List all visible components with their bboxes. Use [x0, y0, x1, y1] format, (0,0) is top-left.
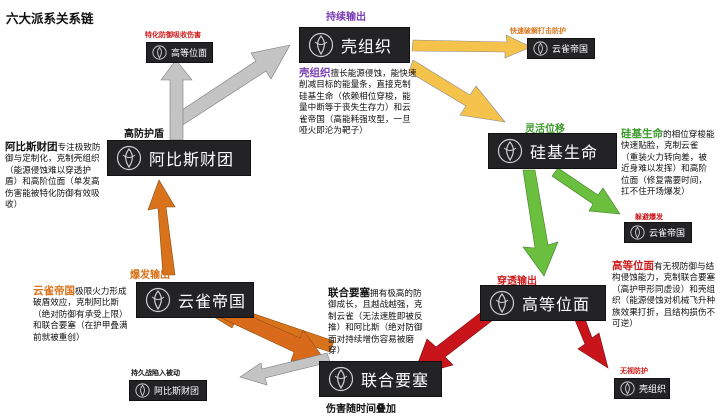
- tiny-special-defense: 特化防御吸收伤害: [145, 31, 201, 39]
- arrow-shell-to-silicon: [408, 59, 506, 123]
- arrow-sparrow-to-abisi: [147, 179, 176, 276]
- badge-abisi-name: 阿比斯财团: [149, 150, 235, 169]
- small-badge-sparrow-right-name: 云雀帝国: [649, 229, 686, 239]
- faction-emblem-icon: [308, 32, 334, 58]
- desc-high: 高等位面有无视防御与结构侵蚀能力，克制联合要塞（高护甲形同虚设）和壳组织（能源侵…: [612, 260, 716, 330]
- label-high-shield: 高防护盾: [124, 129, 164, 140]
- desc-abisi: 阿比斯财团专注极致防御与定制化，克制壳组织（能源侵蚀难以穿透护盾）和高阶位面（单…: [5, 141, 102, 211]
- desc-fortress-name: 联合要塞: [328, 287, 370, 299]
- faction-emblem-icon: [620, 381, 635, 396]
- label-sustained: 持续输出: [326, 12, 366, 23]
- faction-emblem-icon: [533, 41, 548, 56]
- desc-abisi-name: 阿比斯财团: [5, 141, 58, 153]
- faction-emblem-icon: [116, 145, 142, 171]
- arrow-silicon-to-high: [522, 169, 559, 277]
- badge-abisi: 阿比斯财团: [107, 140, 251, 176]
- desc-shell-text: 擅长能源侵蚀，能快速削减目标的能量条，直接克制硅基生命（依赖相位穿梭，能量中断等…: [299, 69, 417, 137]
- small-badge-high: 高等位面: [146, 42, 213, 63]
- badge-silicon: 硅基生命: [488, 133, 617, 169]
- badge-sparrow: 云雀帝国: [136, 282, 254, 318]
- badge-high-name: 高等位面: [522, 295, 591, 314]
- faction-emblem-icon: [630, 225, 645, 240]
- label-burst: 爆发输出: [130, 270, 170, 281]
- faction-emblem-icon: [145, 287, 171, 313]
- badge-shell: 壳组织: [299, 27, 410, 63]
- tiny-fast-breach: 快速破解打击防护: [510, 27, 566, 35]
- desc-shell: 壳组织擅长能源侵蚀，能快速削减目标的能量条，直接克制硅基生命（依赖相位穿梭，能量…: [299, 67, 417, 137]
- desc-silicon-text: 的相位穿梭能快速贴脸，克制云雀（重装火力转向差，被近身难以发挥）和高阶位面（修复…: [621, 130, 715, 198]
- small-badge-high-name: 高等位面: [171, 49, 208, 59]
- small-badge-sparrow-top: 云雀帝国: [527, 38, 595, 59]
- arrow-silicon-to-sparrow-small: [551, 167, 621, 215]
- badge-sparrow-name: 云雀帝国: [178, 292, 247, 311]
- faction-emblem-icon: [135, 383, 150, 398]
- badge-silicon-name: 硅基生命: [530, 143, 599, 162]
- faction-emblem-icon: [497, 138, 523, 164]
- small-badge-abisi: 阿比斯财团: [129, 380, 207, 401]
- desc-sparrow-name: 云雀帝国: [33, 285, 75, 297]
- badge-fortress-name: 联合要塞: [361, 371, 430, 390]
- label-flexible: 灵活位移: [525, 124, 565, 135]
- arrow-abisi-to-high-small: [160, 59, 193, 141]
- desc-high-text: 有无视防御与结构侵蚀能力，克制联合要塞（高护甲形同虚设）和壳组织（能源侵蚀对机械…: [612, 262, 716, 330]
- tiny-ignore-guard: 无视防护: [620, 367, 648, 375]
- faction-emblem-icon: [328, 366, 354, 392]
- faction-emblem-icon: [152, 45, 167, 60]
- small-badge-shell-name: 壳组织: [639, 385, 667, 395]
- faction-emblem-icon: [489, 290, 515, 316]
- tiny-dodge-burst: 躲避爆发: [635, 213, 663, 221]
- desc-fortress-text: 拥有极高的防御成长，且越战越强，克制云雀（无法速胜即被反推）和阿比斯（绝对防御面…: [328, 289, 423, 357]
- page-title: 六大派系关系链: [6, 11, 94, 26]
- small-badge-sparrow-top-name: 云雀帝国: [552, 45, 589, 55]
- badge-fortress: 联合要塞: [319, 361, 442, 397]
- small-badge-shell: 壳组织: [614, 378, 670, 399]
- small-badge-sparrow-right: 云雀帝国: [624, 222, 692, 243]
- badge-high: 高等位面: [480, 285, 606, 321]
- desc-silicon: 硅基生命的相位穿梭能快速贴脸，克制云雀（重装火力转向差，被近身难以发挥）和高阶位…: [621, 128, 715, 198]
- desc-shell-name: 壳组织: [299, 67, 331, 79]
- small-badge-abisi-name: 阿比斯财团: [154, 387, 200, 397]
- label-penetrate: 穿透输出: [497, 276, 537, 287]
- desc-silicon-name: 硅基生命: [621, 128, 663, 140]
- badge-shell-name: 壳组织: [341, 37, 393, 56]
- label-stacking: 伤害随时间叠加: [326, 404, 396, 415]
- desc-sparrow-text: 极限火力形成破盾效应，克制阿比斯（绝对防御有承受上限）和联合要塞（在护甲叠满前就…: [33, 287, 128, 343]
- tiny-sustain-passive: 持久战陷入被动: [131, 369, 180, 377]
- desc-abisi-text: 专注极致防御与定制化，克制壳组织（能源侵蚀难以穿透护盾）和高阶位面（单发高伤害能…: [5, 143, 101, 211]
- desc-sparrow: 云雀帝国极限火力形成破盾效应，克制阿比斯（绝对防御有承受上限）和联合要塞（在护甲…: [33, 285, 133, 344]
- arrow-fortress-to-abisi-small: [239, 352, 331, 386]
- desc-high-name: 高等位面: [612, 260, 654, 272]
- desc-fortress: 联合要塞拥有极高的防御成长，且越战越强，克制云雀（无法速胜即被反推）和阿比斯（绝…: [328, 287, 424, 357]
- arrow-shell-to-sparrow-small: [411, 34, 532, 59]
- arrow-abisi-to-shell: [169, 44, 291, 127]
